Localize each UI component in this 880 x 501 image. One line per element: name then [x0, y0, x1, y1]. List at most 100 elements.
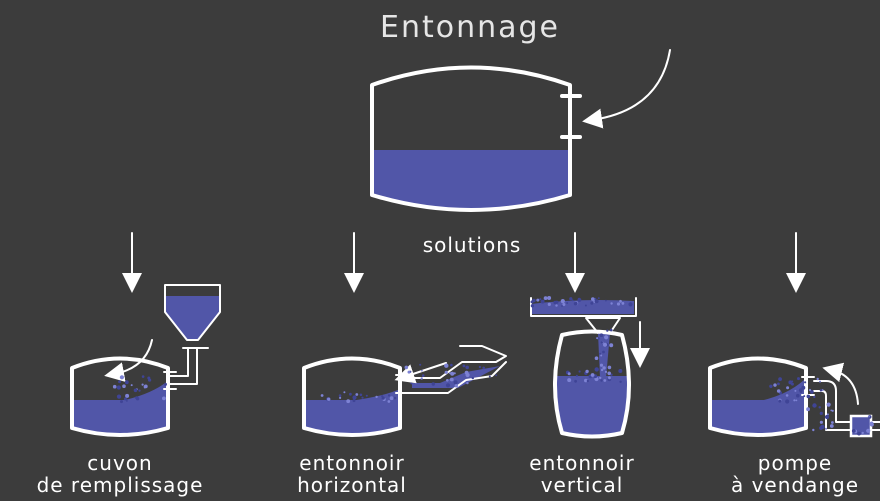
particle [600, 368, 604, 372]
particle [796, 393, 800, 398]
particle [560, 299, 565, 304]
particle [562, 303, 566, 306]
particle [778, 377, 782, 381]
method-1-label-line2: de remplissage [37, 473, 204, 497]
method-1-label-line1: cuvon [87, 451, 152, 475]
particle [450, 363, 453, 367]
particle [607, 365, 612, 370]
particle [619, 380, 622, 383]
tank-1-outline [70, 356, 170, 437]
particle [585, 369, 589, 374]
particle [812, 403, 817, 408]
particle [465, 365, 470, 370]
particle [616, 302, 621, 306]
particle [804, 381, 807, 384]
particle [851, 429, 856, 433]
particle [478, 365, 481, 369]
particle [540, 299, 545, 304]
particle [824, 414, 830, 420]
particle [387, 394, 391, 397]
particle [123, 397, 127, 401]
particle [567, 372, 571, 376]
pump-pipe-outer [813, 380, 852, 423]
particle [444, 363, 449, 368]
particle [829, 424, 834, 428]
particle [785, 394, 789, 397]
particle [343, 391, 346, 394]
cuvon-pipe-a [169, 347, 189, 377]
particle [769, 384, 773, 388]
particle [825, 427, 827, 430]
particle [573, 301, 578, 306]
particle [125, 393, 130, 398]
particle [813, 395, 816, 399]
particle [594, 299, 599, 304]
method-4-label-line2: à vendange [731, 473, 859, 497]
particle [495, 374, 497, 377]
particle [532, 298, 535, 302]
particle [446, 379, 449, 382]
particle [826, 402, 831, 407]
particle [806, 407, 810, 412]
particle [584, 378, 588, 383]
particle [547, 296, 552, 300]
particle [773, 383, 777, 387]
tank-2-liquid-slope [350, 389, 400, 402]
particle [596, 337, 599, 340]
particle [122, 384, 126, 389]
method-2-label-line1: entonnoir [299, 451, 404, 475]
particle [375, 395, 378, 399]
particle [819, 380, 821, 383]
particle [352, 395, 357, 400]
method-horizontal-illustration [302, 345, 507, 437]
particle [586, 379, 589, 383]
vertical-stream [598, 333, 610, 378]
method-2-label-line2: horizontal [297, 473, 407, 497]
tank-2-outline [302, 356, 402, 437]
horizontal-funnel-bottom [407, 361, 507, 394]
particle [610, 302, 613, 305]
particle [584, 304, 587, 307]
particle [812, 428, 815, 432]
tank-1-fill-arrow [104, 339, 153, 382]
particle [603, 379, 607, 382]
vertical-tray-liquid [531, 300, 634, 314]
particle [162, 396, 166, 401]
particle [791, 380, 794, 383]
method-4-label-line1: pompe [758, 451, 832, 475]
particle [355, 393, 359, 396]
particle [361, 396, 364, 399]
particle [831, 409, 834, 412]
particle [126, 400, 128, 402]
particle [567, 378, 572, 383]
particle [798, 388, 803, 392]
particle [819, 389, 823, 392]
particle [444, 370, 448, 374]
particle [605, 299, 607, 302]
particle [471, 376, 474, 380]
particle [454, 384, 458, 388]
particle [419, 363, 422, 366]
particle [575, 374, 578, 377]
particle [141, 383, 144, 386]
inlet-arrow [582, 49, 671, 129]
particle [590, 373, 595, 377]
particle [571, 299, 574, 302]
particle [164, 382, 167, 386]
particle [606, 329, 609, 332]
particle [600, 354, 603, 357]
tank-2-liquid [304, 400, 400, 435]
particle [449, 377, 454, 382]
particle [602, 350, 605, 354]
horizontal-flow-arrow [394, 362, 447, 384]
particle [352, 399, 356, 403]
particle [594, 356, 599, 361]
particle [594, 297, 597, 300]
particle [112, 384, 117, 389]
particle [591, 297, 595, 301]
particle [327, 397, 331, 401]
tank-4-outline [708, 356, 808, 437]
particle [608, 377, 611, 380]
particle [339, 396, 342, 399]
particle [599, 363, 604, 367]
